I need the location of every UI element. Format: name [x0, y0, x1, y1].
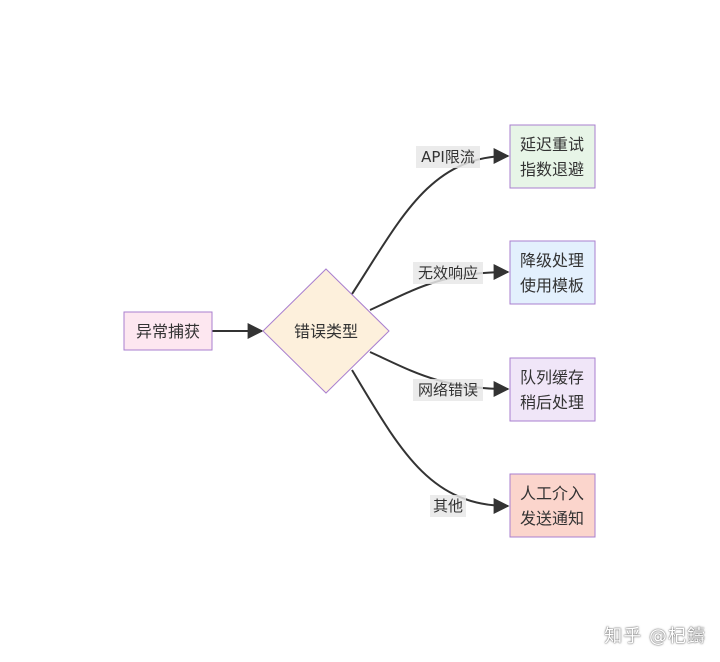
node-label-line2: 发送通知 [520, 509, 584, 528]
node-label-line1: 降级处理 [520, 251, 584, 270]
edge-label-text: 无效响应 [418, 264, 478, 282]
edge-label-other: 其他 [430, 495, 466, 517]
node-label-line1: 人工介入 [520, 484, 584, 503]
edge-decision-to-manual [351, 369, 510, 514]
node-error-type-decision: 错误类型 [262, 268, 390, 394]
node-label: 异常捕获 [136, 322, 200, 341]
edge-label-text: API限流 [421, 148, 475, 166]
node-delay-retry: 延迟重试 指数退避 [509, 124, 596, 189]
node-label-line2: 指数退避 [520, 160, 584, 179]
node-degrade-handling: 降级处理 使用模板 [509, 240, 596, 305]
node-queue-cache: 队列缓存 稍后处理 [509, 357, 596, 422]
edge-label-api-limit: API限流 [416, 146, 480, 168]
edge-label-text: 其他 [433, 497, 463, 515]
node-label-line1: 队列缓存 [520, 368, 584, 387]
node-label: 错误类型 [294, 322, 358, 341]
watermark: 知乎 @杞鑄 [604, 626, 706, 647]
node-manual-intervention: 人工介入 发送通知 [509, 473, 596, 538]
edge-label-invalid-response: 无效响应 [413, 262, 483, 284]
edge-decision-to-retry [351, 148, 510, 295]
edge-label-text: 网络错误 [418, 381, 478, 399]
edge-label-network-error: 网络错误 [413, 379, 483, 401]
edge-decision-to-degrade [369, 264, 510, 311]
node-label-line2: 稍后处理 [520, 393, 584, 412]
node-label-line2: 使用模板 [520, 276, 584, 295]
node-exception-capture: 异常捕获 [123, 311, 213, 351]
node-label-line1: 延迟重试 [520, 135, 584, 154]
edge-decision-to-queue [369, 351, 510, 397]
